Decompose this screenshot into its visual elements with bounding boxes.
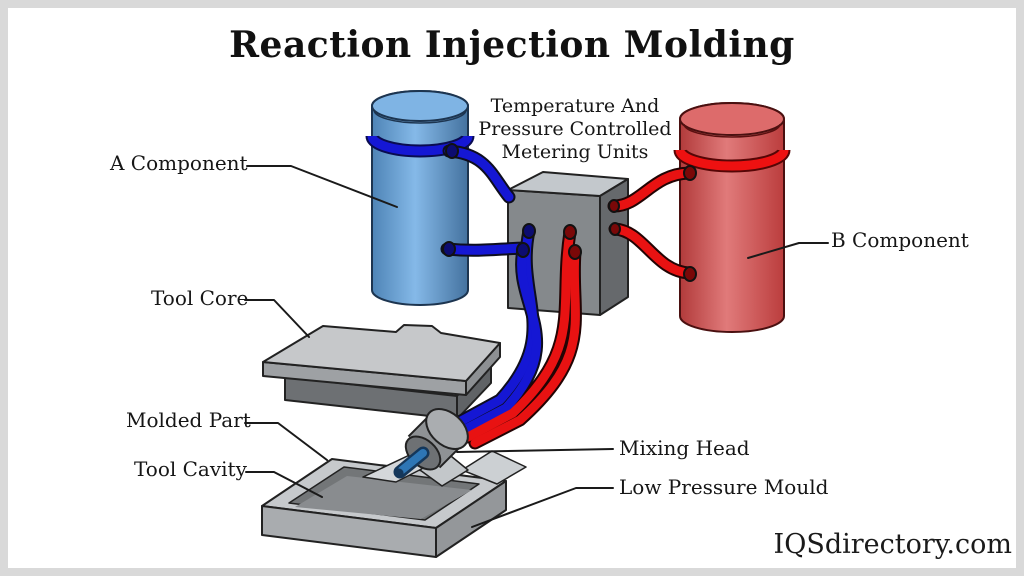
tank-ring bbox=[675, 149, 789, 171]
b-component-tank bbox=[673, 102, 791, 333]
hose-port bbox=[563, 224, 577, 240]
hose-port bbox=[442, 241, 456, 257]
red-feed-hose-1 bbox=[463, 227, 575, 442]
metering-box-side bbox=[599, 178, 629, 316]
low-pressure-mould bbox=[261, 458, 507, 558]
leader-molded-part bbox=[244, 422, 328, 461]
red-feed-hose-2 bbox=[470, 247, 580, 448]
mixing-head bbox=[393, 408, 469, 479]
watermark: IQSdirectory.com bbox=[773, 529, 1012, 560]
leader-tool-cavity bbox=[245, 471, 323, 498]
label-low-pressure-mould: Low Pressure Mould bbox=[619, 475, 829, 499]
leader-mixing-head bbox=[456, 448, 614, 453]
tank-lid bbox=[679, 102, 785, 136]
hose-port bbox=[608, 199, 620, 213]
hose-ports bbox=[442, 143, 697, 282]
diagram-title: Reaction Injection Molding bbox=[229, 24, 795, 66]
mixing-head-nozzle bbox=[398, 449, 427, 474]
red-supply-hose-lower bbox=[610, 224, 694, 278]
blue-supply-hose-upper bbox=[444, 146, 514, 202]
label-tool-core: Tool Core bbox=[151, 286, 249, 310]
a-component-tank bbox=[365, 90, 475, 306]
label-b-component: B Component bbox=[831, 228, 969, 252]
label-metering-units: Temperature And Pressure Controlled Mete… bbox=[478, 95, 672, 163]
tool-core-plate bbox=[262, 324, 501, 420]
tool-core-top bbox=[262, 324, 501, 382]
leader-b-component bbox=[747, 242, 829, 259]
label-mixing-head: Mixing Head bbox=[619, 436, 750, 460]
tool-cavity-floor bbox=[295, 476, 472, 519]
hose-port bbox=[609, 222, 621, 236]
hose-port bbox=[516, 242, 530, 258]
nozzle-tip bbox=[394, 468, 404, 478]
hose-port bbox=[683, 165, 697, 181]
label-tool-cavity: Tool Cavity bbox=[134, 457, 247, 481]
hose-port bbox=[522, 223, 536, 239]
leader-a-component bbox=[246, 165, 398, 208]
label-molded-part: Molded Part bbox=[126, 408, 251, 432]
blue-feed-hose-2 bbox=[455, 245, 541, 437]
label-a-component: A Component bbox=[110, 151, 248, 175]
leader-low-pressure-mould bbox=[471, 487, 614, 528]
tank-lid bbox=[371, 90, 469, 122]
hose-port bbox=[683, 266, 697, 282]
hose-port bbox=[445, 143, 459, 159]
hose-port bbox=[568, 244, 582, 260]
mould-front-right bbox=[435, 480, 507, 558]
tank-ring bbox=[367, 135, 473, 156]
blue-supply-hose-lower bbox=[442, 243, 530, 255]
mixing-head-collar bbox=[425, 408, 469, 450]
red-supply-hoses bbox=[607, 166, 696, 280]
leader-tool-core bbox=[244, 299, 310, 338]
leader-lines bbox=[244, 165, 829, 528]
red-supply-hose-upper bbox=[609, 168, 694, 211]
